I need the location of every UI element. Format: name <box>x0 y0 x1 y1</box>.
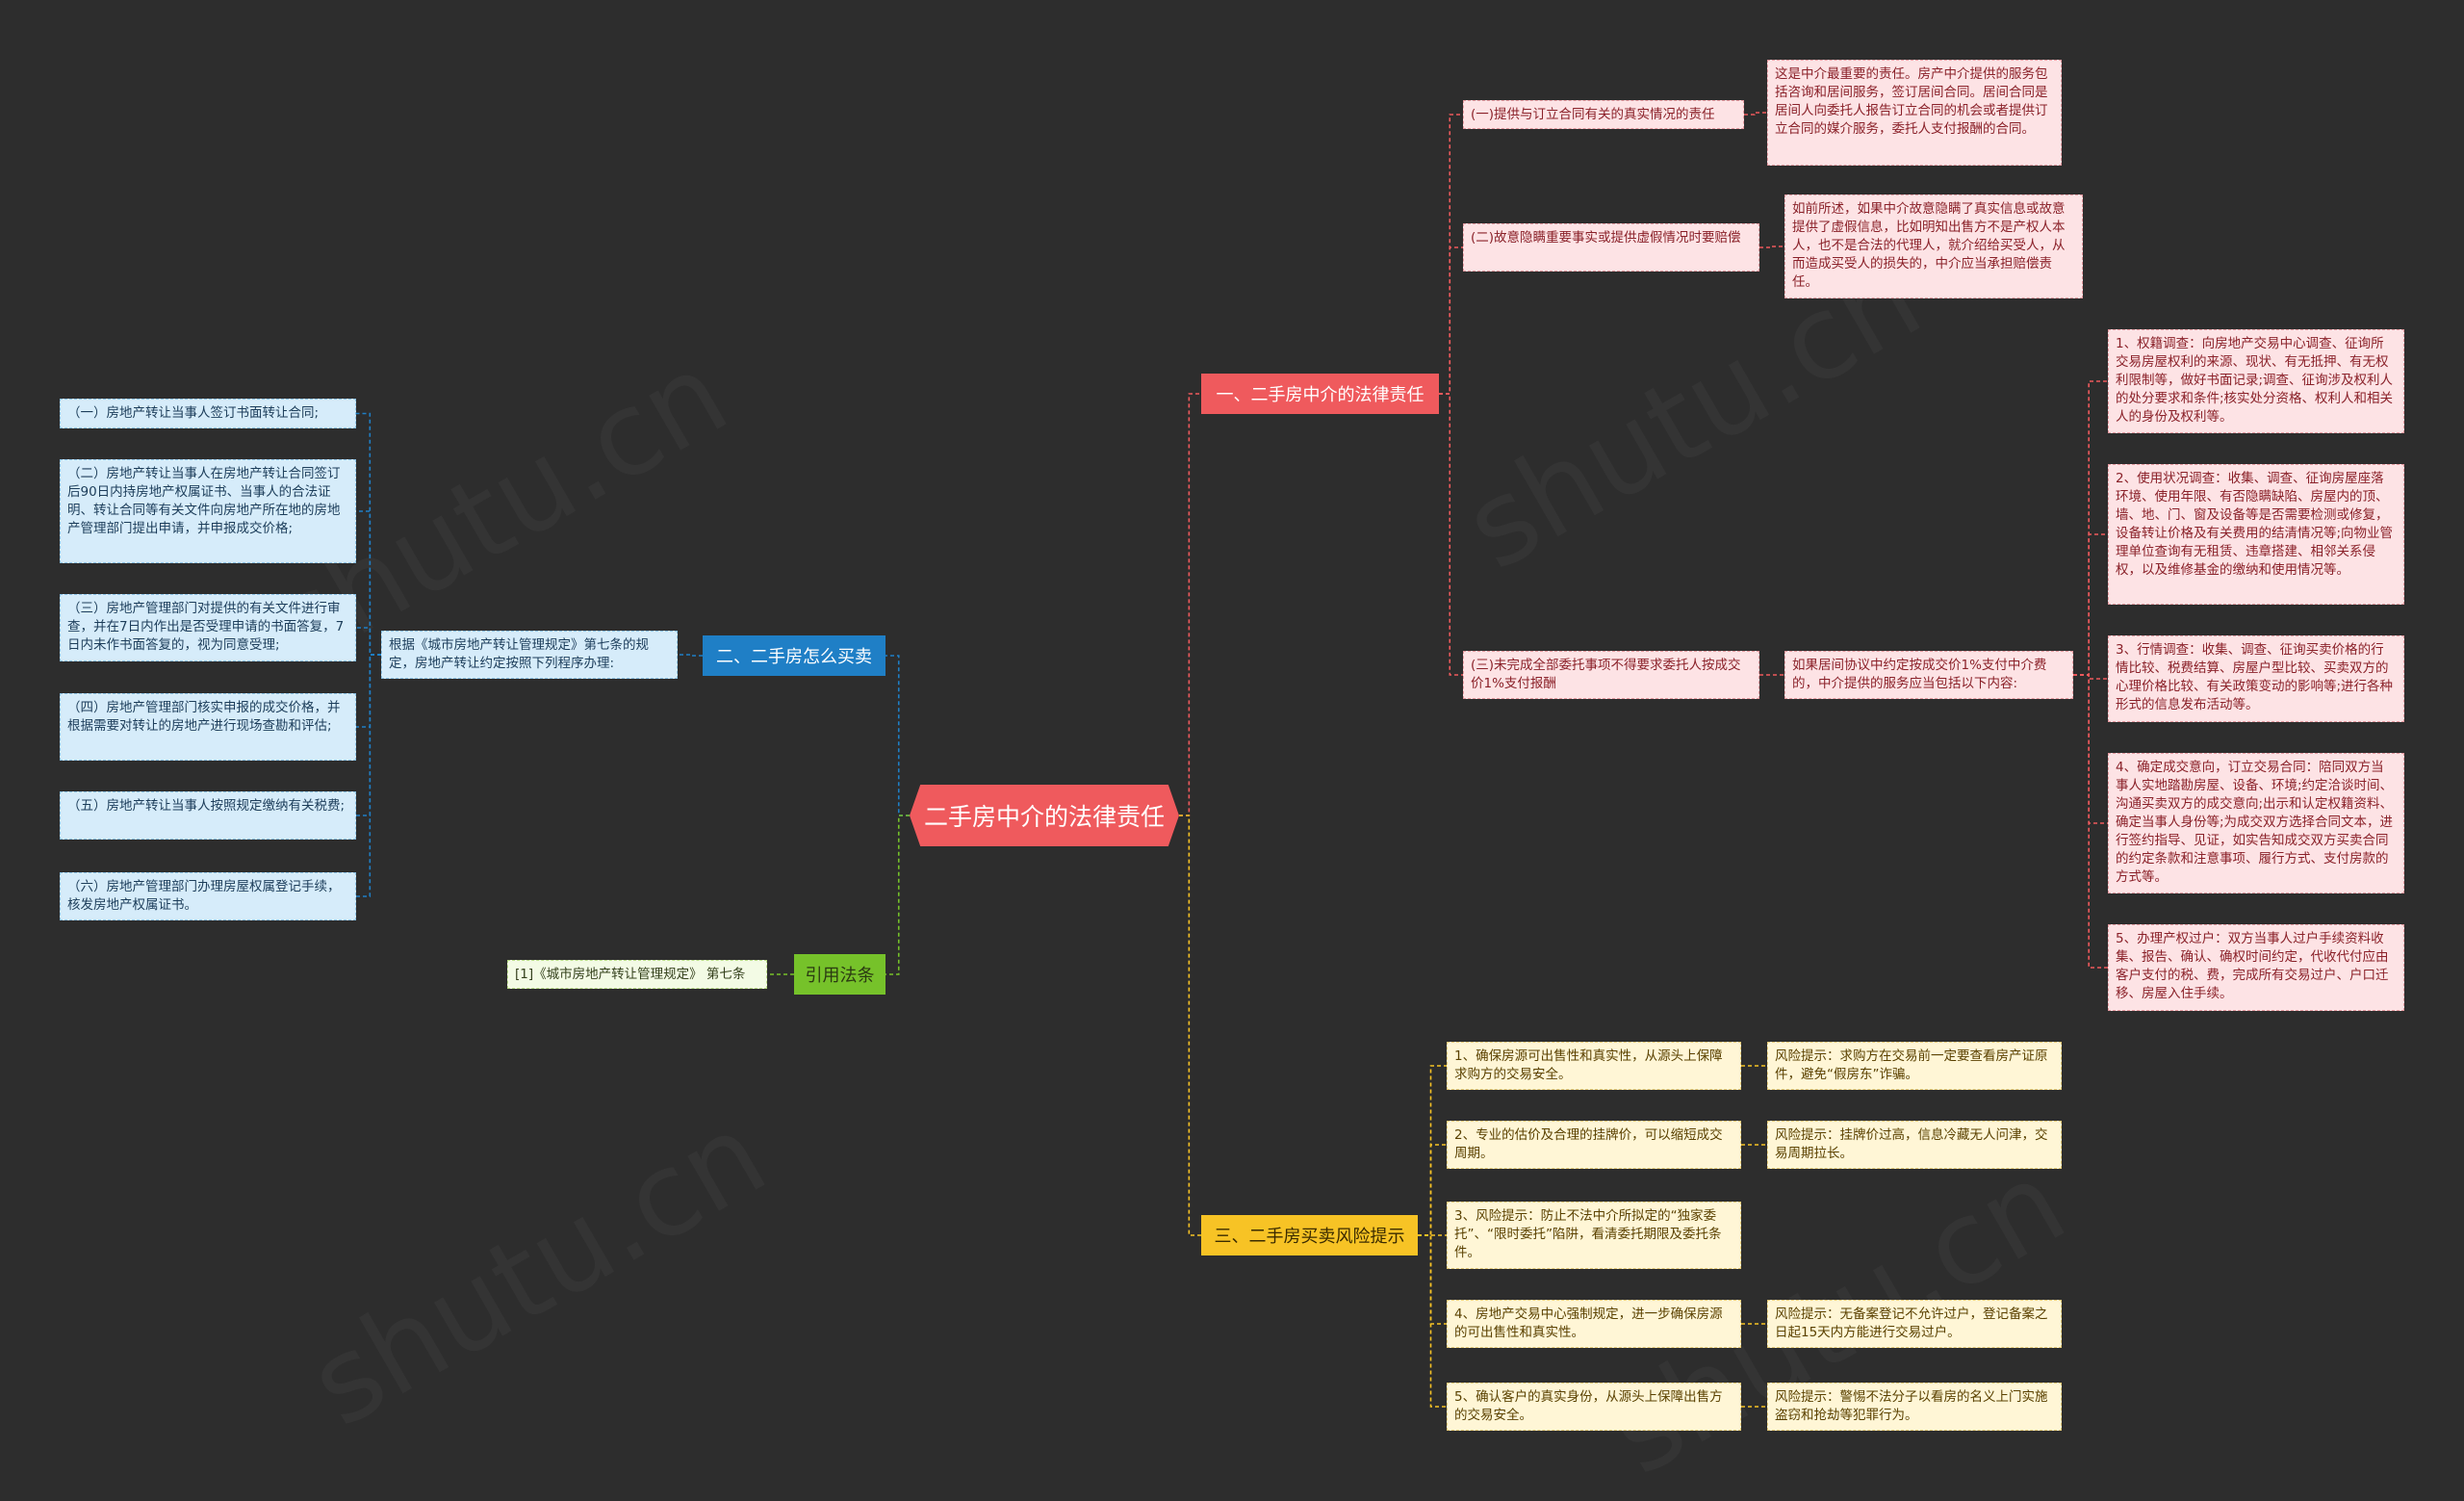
service-item: 1、权籍调查：向房地产交易中心调查、征询所交易房屋权利的来源、现状、有无抵押、有… <box>2108 329 2404 433</box>
risk-item[interactable]: 4、房地产交易中心强制规定，进一步确保房源的可出售性和真实性。 <box>1447 1300 1741 1348</box>
connector-line <box>2073 674 2108 824</box>
risk-tip: 风险提示：挂牌价过高，信息冷藏无人问津，交易周期拉长。 <box>1767 1121 2062 1169</box>
risk-tip: 风险提示：无备案登记不允许过户，登记备案之日起15天内方能进行交易过户。 <box>1767 1300 2062 1348</box>
connector-line <box>886 655 910 816</box>
branch-cited-law[interactable]: 引用法条 <box>794 954 886 995</box>
connector-line <box>1439 246 1463 395</box>
connector-line <box>1418 1234 1447 1408</box>
connector-line <box>886 815 910 975</box>
connector-line <box>1179 815 1201 1236</box>
connector-line <box>1418 1065 1447 1236</box>
service-item: 2、使用状况调查：收集、调查、征询房屋座落环境、使用年限、有否隐瞒缺陷、房屋内的… <box>2108 464 2404 605</box>
connector-line <box>2073 380 2108 676</box>
duty-detail-fee-condition: 如果居间协议中约定按成交价1%支付中介费的，中介提供的服务应当包括以下内容: <box>1784 651 2073 699</box>
service-item: 4、确定成交意向，订立交易合同：陪同双方当事人实地踏勘房屋、设备、环境;约定洽谈… <box>2108 753 2404 893</box>
risk-item[interactable]: 2、专业的估价及合理的挂牌价，可以缩短成交周期。 <box>1447 1121 1741 1169</box>
connector-line <box>1439 114 1463 395</box>
connector-line <box>356 654 381 816</box>
procedure-step: （一）房地产转让当事人签订书面转让合同; <box>60 399 356 428</box>
connector-line <box>1179 393 1201 816</box>
branch-how-to-trade[interactable]: 二、二手房怎么买卖 <box>703 635 886 676</box>
procedure-step: （六）房地产管理部门办理房屋权属登记手续，核发房地产权属证书。 <box>60 872 356 920</box>
connector-line <box>1418 1234 1447 1325</box>
cited-law-reference: [1]《城市房地产转让管理规定》 第七条 <box>507 960 767 989</box>
duty-item-truthful-info[interactable]: (一)提供与订立合同有关的真实情况的责任 <box>1463 100 1744 129</box>
connector-line <box>1759 246 1784 248</box>
connector-line <box>2073 674 2108 680</box>
procedure-intro: 根据《城市房地产转让管理规定》第七条的规定，房地产转让约定按照下列程序办理: <box>381 631 678 679</box>
risk-tip: 风险提示：警惕不法分子以看房的名义上门实施盗窃和抢劫等犯罪行为。 <box>1767 1383 2062 1431</box>
risk-item[interactable]: 1、确保房源可出售性和真实性，从源头上保障求购方的交易安全。 <box>1447 1042 1741 1090</box>
duty-item-fee-condition[interactable]: (三)未完成全部委托事项不得要求委托人按成交价1%支付报酬 <box>1463 651 1759 699</box>
connector-line <box>678 654 703 657</box>
root-topic[interactable]: 二手房中介的法律责任 <box>910 785 1179 846</box>
branch-legal-duty[interactable]: 一、二手房中介的法律责任 <box>1201 374 1439 414</box>
procedure-step: （五）房地产转让当事人按照规定缴纳有关税费; <box>60 791 356 840</box>
connector-line <box>2073 674 2108 969</box>
connector-line <box>2073 533 2108 676</box>
service-item: 3、行情调查：收集、调查、征询买卖价格的行情比较、税费结算、房屋户型比较、买卖双… <box>2108 635 2404 722</box>
risk-item[interactable]: 3、风险提示：防止不法中介所拟定的“独家委托”、“限时委托”陷阱，看清委托期限及… <box>1447 1202 1741 1269</box>
connector-line <box>1744 112 1767 116</box>
service-item: 5、办理产权过户：双方当事人过户手续资料收集、报告、确认、确权时间约定，代收代付… <box>2108 924 2404 1011</box>
risk-item[interactable]: 5、确认客户的真实身份，从源头上保障出售方的交易安全。 <box>1447 1383 1741 1431</box>
procedure-step: （四）房地产管理部门核实申报的成交价格，并根据需要对转让的房地产进行现场查勘和评… <box>60 693 356 761</box>
duty-item-compensation[interactable]: (二)故意隐瞒重要事实或提供虚假情况时要赔偿 <box>1463 223 1759 272</box>
watermark: shutu.cn <box>289 1088 787 1453</box>
branch-risk-tips[interactable]: 三、二手房买卖风险提示 <box>1201 1215 1418 1255</box>
connector-line <box>1439 393 1463 676</box>
duty-detail-compensation: 如前所述，如果中介故意隐瞒了真实信息或故意提供了虚假信息，比如明知出售方不是产权… <box>1784 194 2083 298</box>
duty-detail-truthful-info: 这是中介最重要的责任。房产中介提供的服务包括咨询和居间服务，签订居间合同。居间合… <box>1767 60 2062 166</box>
procedure-step: （二）房地产转让当事人在房地产转让合同签订后90日内持房地产权属证书、当事人的合… <box>60 459 356 563</box>
connector-line <box>356 654 381 897</box>
procedure-step: （三）房地产管理部门对提供的有关文件进行审查，并在7日内作出是否受理申请的书面答… <box>60 594 356 661</box>
connector-line <box>1418 1144 1447 1236</box>
risk-tip: 风险提示：求购方在交易前一定要查看房产证原件，避免“假房东”诈骗。 <box>1767 1042 2062 1090</box>
